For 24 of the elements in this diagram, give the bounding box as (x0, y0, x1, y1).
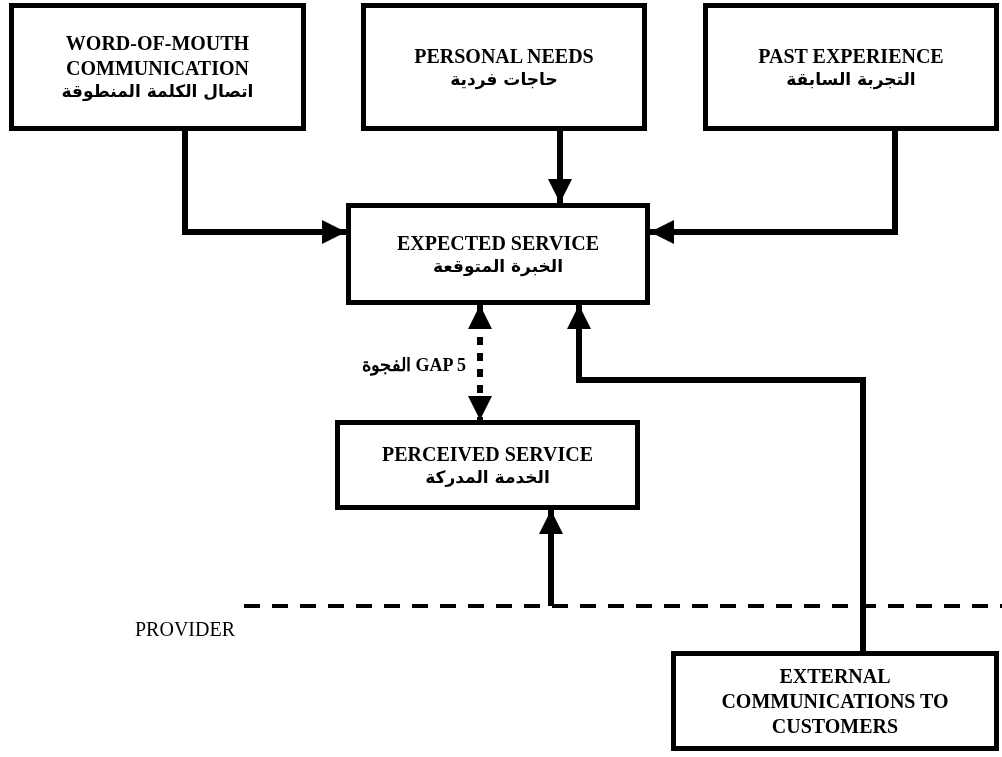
box-subtitle: حاجات فردية (450, 68, 558, 91)
process-box (361, 3, 647, 131)
box-title: PERSONAL NEEDS (414, 43, 594, 69)
box-title: WORD-OF-MOUTH COMMUNICATION (64, 31, 251, 82)
process-box (335, 420, 640, 510)
arrow (567, 305, 866, 651)
box-title: EXPECTED SERVICE (396, 230, 600, 256)
box-title: PERCEIVED SERVICE (382, 441, 593, 467)
zone-label: PROVIDER (135, 617, 235, 642)
process-box (346, 203, 650, 305)
process-box (9, 3, 306, 131)
box-subtitle: اتصال الكلمة المنطوقة (61, 81, 254, 103)
process-box (703, 3, 999, 131)
arrow (548, 131, 572, 203)
arrow (650, 131, 898, 244)
arrow (182, 131, 346, 244)
box-subtitle: الخبرة المتوقعة (432, 255, 564, 278)
box-subtitle: الخدمة المدركة (425, 466, 550, 489)
arrow (468, 305, 492, 420)
box-title: EXTERNAL COMMUNICATIONS TO CUSTOMERS (720, 663, 950, 739)
box-subtitle: التجربة السابقة (786, 68, 916, 91)
arrow (539, 510, 563, 606)
process-box (671, 651, 999, 751)
box-title: PAST EXPERIENCE (758, 43, 944, 69)
